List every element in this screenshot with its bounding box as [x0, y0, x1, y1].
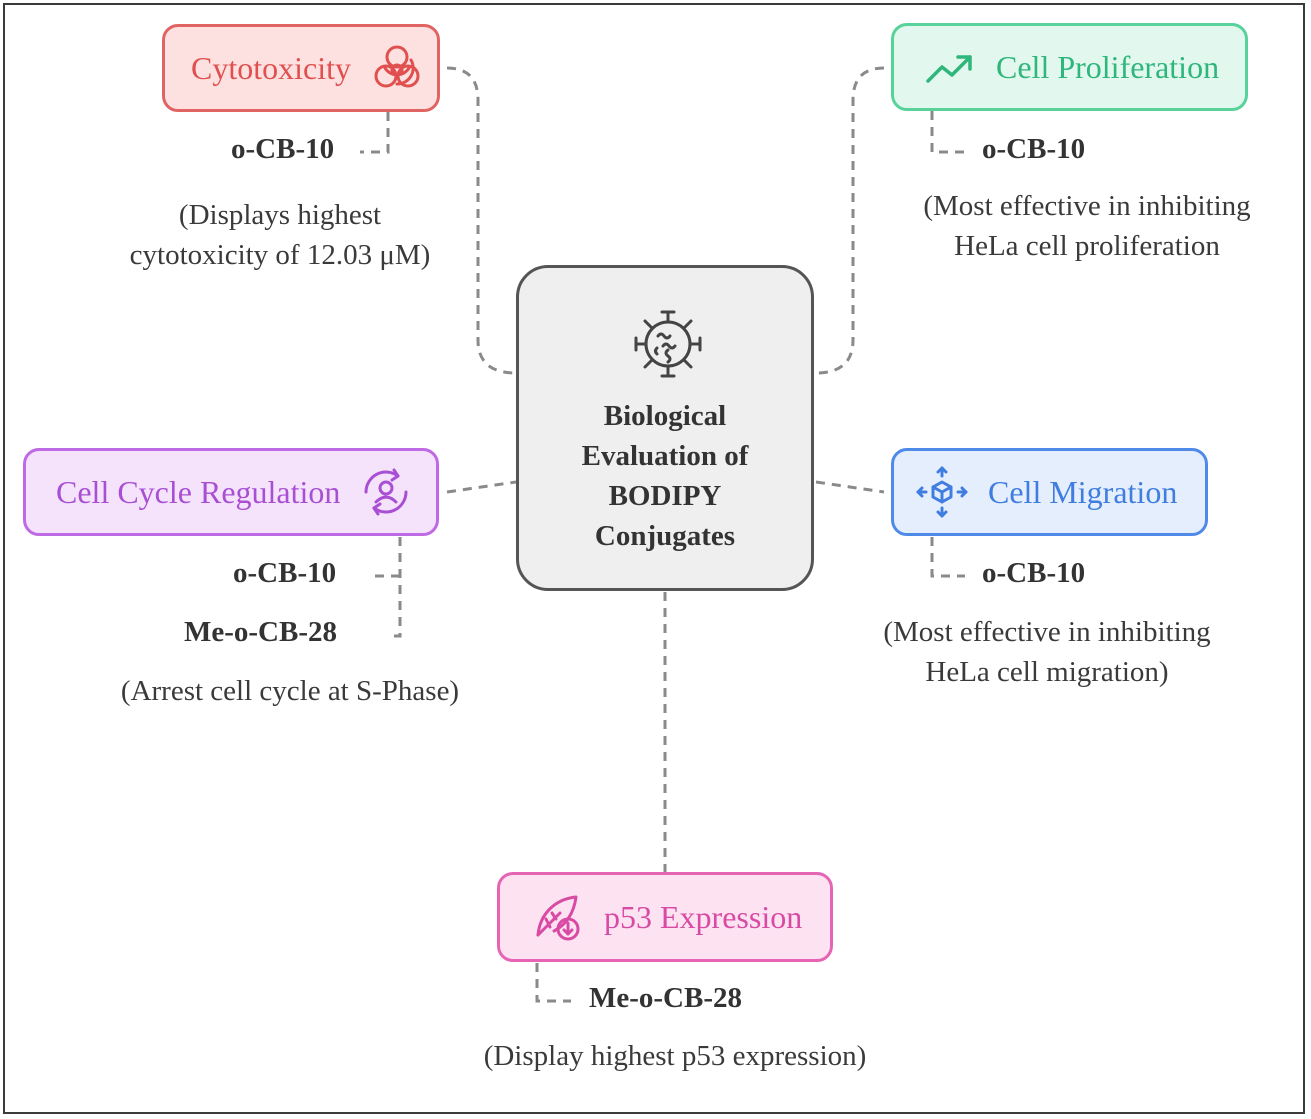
- connector-p53-compound: [535, 963, 571, 1003]
- connector-mig-compound: [930, 537, 965, 578]
- leaf-download-icon: [530, 889, 586, 945]
- node-cell-proliferation[interactable]: Cell Proliferation: [891, 23, 1248, 111]
- node-cell-cycle-regulation[interactable]: Cell Cycle Regulation: [23, 448, 439, 536]
- compound-label: o-CB-10: [231, 133, 335, 165]
- connector-prol-compound: [930, 111, 965, 154]
- connector-migration: [815, 480, 885, 494]
- node-label: p53 Expression: [604, 898, 803, 935]
- central-topic[interactable]: Biological Evaluation of BODIPY Conjugat…: [516, 265, 814, 591]
- user-cycle-icon: [358, 464, 414, 520]
- connector-cytotoxicity: [446, 66, 517, 375]
- connector-proliferation: [815, 66, 885, 375]
- node-description: (Displays highest cytotoxicity of 12.03 …: [129, 199, 431, 271]
- compound-label: Me-o-CB-28: [184, 616, 338, 648]
- node-description: (Most effective in inhibiting HeLa cell …: [883, 616, 1211, 688]
- compound-label: Me-o-CB-28: [589, 982, 743, 1014]
- node-description: (Display highest p53 expression): [483, 1040, 867, 1072]
- connector-cell-cycle: [446, 480, 517, 494]
- connector-cyto-compound: [360, 112, 390, 154]
- node-cytotoxicity[interactable]: Cytotoxicity: [162, 24, 440, 112]
- compound-label: o-CB-10: [233, 557, 337, 589]
- node-label: Cytotoxicity: [191, 49, 351, 86]
- node-description: (Arrest cell cycle at S-Phase): [120, 675, 460, 707]
- node-description: (Most effective in inhibiting HeLa cell …: [923, 190, 1251, 262]
- node-label: Cell Cycle Regulation: [56, 473, 341, 510]
- central-topic-title: Biological Evaluation of BODIPY Conjugat…: [581, 400, 749, 552]
- connector-cycle-compounds: [370, 537, 402, 638]
- node-cell-migration[interactable]: Cell Migration: [891, 448, 1208, 536]
- trending-up-icon: [922, 39, 978, 95]
- compound-label: o-CB-10: [982, 557, 1086, 589]
- compound-label: o-CB-10: [982, 133, 1086, 165]
- virus-icon: [634, 310, 702, 378]
- biohazard-icon: [369, 40, 425, 96]
- diagram-frame: [3, 3, 1305, 1114]
- node-label: Cell Proliferation: [996, 48, 1220, 85]
- node-label: Cell Migration: [988, 473, 1178, 510]
- move-cube-icon: [914, 464, 970, 520]
- node-p53-expression[interactable]: p53 Expression: [497, 872, 833, 962]
